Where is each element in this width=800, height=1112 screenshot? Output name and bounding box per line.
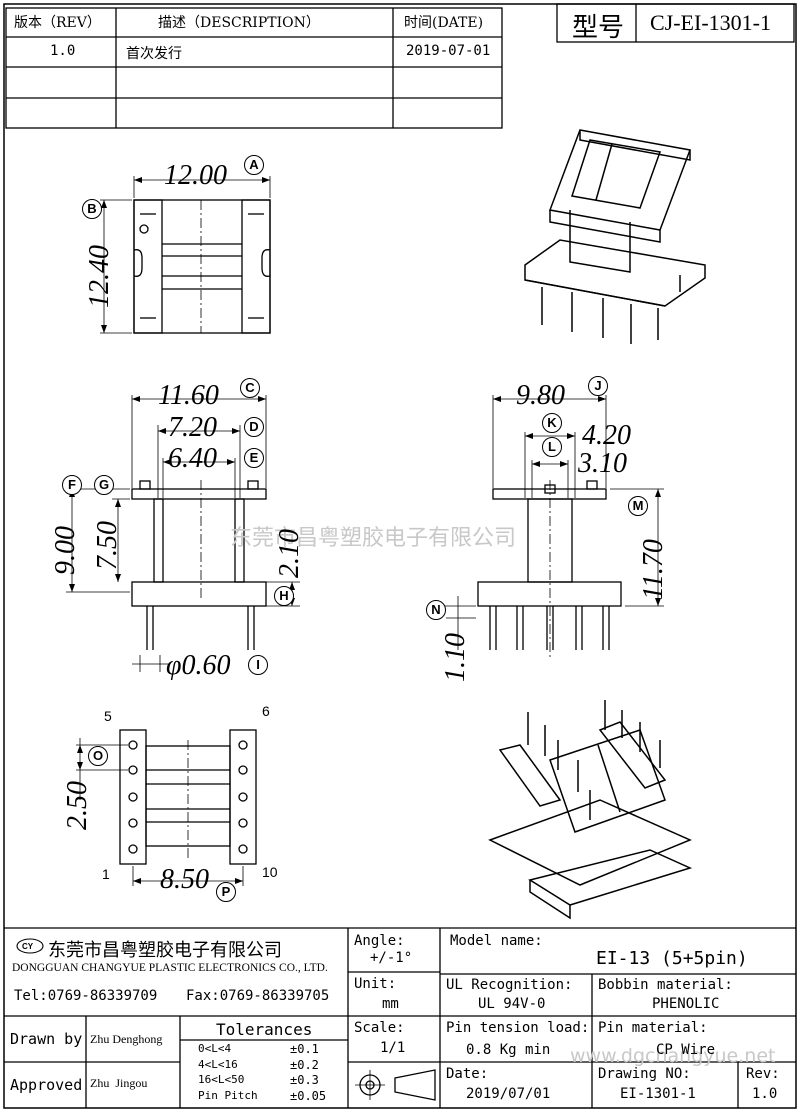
revision-table-frame (5, 7, 503, 129)
model-label: 型号 (572, 13, 625, 43)
top-view (100, 176, 271, 334)
approved-value: Zhu Jingou (90, 1076, 148, 1090)
tag-c: C (240, 378, 260, 398)
ul-label: UL Recognition: (446, 977, 573, 993)
pin-tension-label: Pin tension load: (446, 1020, 590, 1036)
desc-cell: 首次发行 (126, 46, 182, 62)
dim-a: 12.00 (164, 160, 227, 191)
dim-h: 2.10 (274, 529, 305, 578)
front-view (66, 395, 300, 672)
logo-text: CY (22, 942, 34, 951)
tolerance-value-2: ±0.2 (290, 1058, 319, 1072)
scale-label: Scale: (354, 1020, 405, 1036)
tolerances-title: Tolerances (216, 1020, 313, 1039)
tag-d: D (244, 417, 264, 437)
tag-j: J (588, 376, 608, 396)
unit-value: mm (382, 996, 399, 1012)
tag-f: F (62, 475, 82, 495)
date-header: 时间(DATE) (404, 15, 484, 31)
company-cn: 东莞市昌粤塑胶电子有限公司 (48, 940, 282, 961)
dim-j: 9.80 (516, 380, 565, 411)
tag-h: H (274, 586, 294, 606)
watermark-url: www.dgchangyue.net (570, 1045, 776, 1067)
tolerance-value-1: ±0.1 (290, 1042, 319, 1056)
tolerance-value-3: ±0.3 (290, 1073, 319, 1087)
bobbin-label: Bobbin material: (598, 977, 733, 993)
angle-label: Angle: (354, 933, 405, 949)
drawn-by-label: Drawn by (10, 1030, 83, 1048)
dim-k: 4.20 (582, 420, 631, 451)
desc-header: 描述（DESCRIPTION） (158, 15, 320, 31)
company-logo (16, 938, 44, 954)
isometric-view-bottom (488, 700, 693, 920)
date-value: 2019/07/01 (466, 1086, 551, 1102)
tolerance-range-3: 16<L<50 (198, 1073, 245, 1086)
bottom-view (76, 729, 257, 886)
tag-l: L (542, 437, 562, 457)
isometric-view-top (524, 129, 706, 344)
drawing-no-value: EI-1301-1 (620, 1086, 696, 1102)
pin-5-label: 5 (104, 708, 112, 724)
pin-material-value: CP Wire (656, 1042, 716, 1058)
rev-cell: 1.0 (50, 43, 76, 59)
dim-c: 11.60 (158, 380, 219, 411)
unit-label: Unit: (354, 976, 397, 992)
pin-6-label: 6 (262, 703, 270, 719)
tag-g: G (94, 475, 114, 495)
company-en: DONGGUAN CHANGYUE PLASTIC ELECTRONICS CO… (12, 962, 328, 974)
pin-10-label: 10 (262, 864, 278, 880)
tag-a: A (244, 155, 264, 175)
tolerance-range-2: 4<L<16 (198, 1058, 238, 1071)
tolerance-range-4: Pin Pitch (198, 1089, 258, 1102)
rev-value: 1.0 (752, 1086, 778, 1102)
tag-i: I (248, 655, 268, 675)
tag-k: K (542, 413, 562, 433)
dim-m: 11.70 (638, 539, 669, 600)
ul-value: UL 94V-0 (478, 996, 546, 1012)
tag-e: E (244, 448, 264, 468)
rev-header: 版本（REV） (14, 15, 101, 31)
tag-p: P (216, 882, 236, 902)
pin-tension-value: 0.8 Kg min (466, 1042, 551, 1058)
company-tel: Tel:0769-86339709 (14, 988, 158, 1004)
tolerance-value-4: ±0.05 (290, 1089, 327, 1103)
rev-label: Rev: (746, 1066, 780, 1082)
model-value: CJ-EI-1301-1 (650, 10, 771, 35)
drawing-no-label: Drawing NO: (598, 1066, 691, 1082)
dim-i: φ0.60 (166, 650, 231, 681)
company-fax: Fax:0769-86339705 (186, 988, 330, 1004)
model-name-label: Model name: (450, 933, 543, 949)
tag-m: M (628, 496, 648, 516)
tag-b: B (82, 199, 102, 219)
approved-label: Approved (10, 1076, 83, 1094)
tag-n: N (426, 600, 446, 620)
tolerance-range-1: 0<L<4 (198, 1042, 232, 1055)
dim-g: 7.50 (92, 521, 123, 570)
dim-e: 6.40 (168, 443, 217, 474)
watermark-company: 东莞市昌粤塑胶电子有限公司 (230, 526, 517, 551)
dim-f: 9.00 (50, 526, 81, 575)
date-cell: 2019-07-01 (406, 43, 491, 59)
dim-b: 12.40 (84, 245, 115, 308)
outer-border (3, 3, 797, 1109)
title-block-grid (4, 927, 796, 1108)
side-view (440, 395, 664, 660)
dim-p: 8.50 (160, 864, 209, 895)
dim-n: 1.10 (440, 633, 471, 682)
model-name-value: EI-13 (5+5pin) (596, 948, 748, 969)
dim-l: 3.10 (578, 448, 627, 479)
dim-o: 2.50 (62, 781, 93, 830)
tag-o: O (88, 746, 108, 766)
scale-value: 1/1 (380, 1040, 406, 1056)
date-label: Date: (446, 1066, 489, 1082)
pin-1-label: 1 (102, 866, 110, 882)
drawn-by-value: Zhu Denghong (90, 1032, 163, 1046)
angle-value: +/-1° (370, 950, 413, 966)
dim-d: 7.20 (168, 412, 217, 443)
bobbin-value: PHENOLIC (652, 996, 720, 1012)
pin-material-label: Pin material: (598, 1020, 708, 1036)
